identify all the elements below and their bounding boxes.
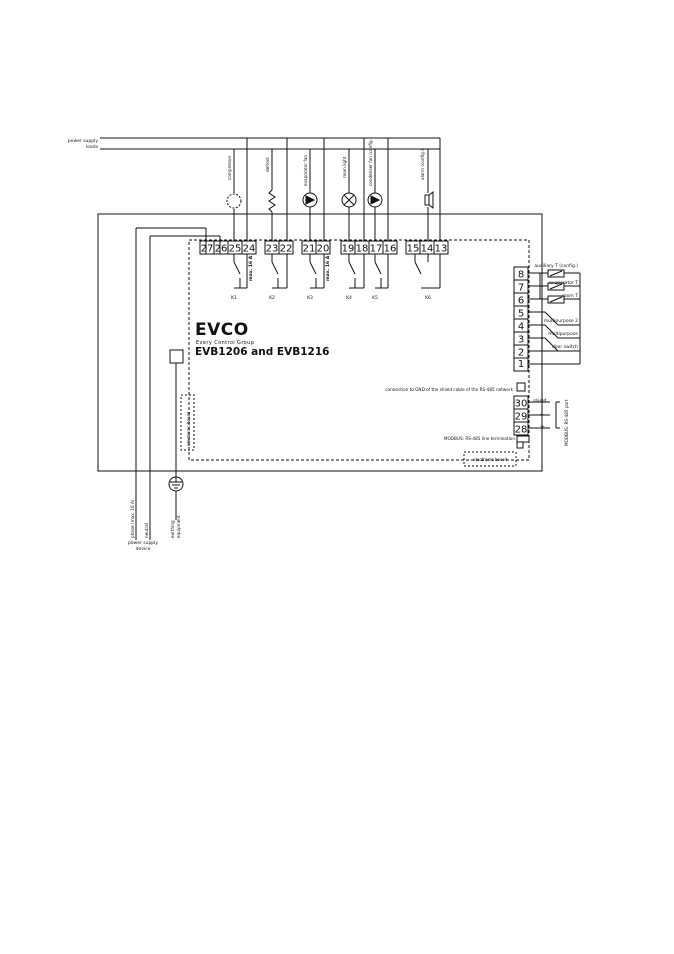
right-terminal-numbers: 8 7 6 5 4 3 2 1 30 29 28	[515, 270, 528, 436]
power-supply-device-label-1: power supply	[128, 540, 158, 546]
terminal-20: 20	[317, 244, 330, 255]
multipurpose-label: multipurpose	[548, 331, 578, 337]
terminal-30: 30	[515, 399, 528, 410]
relay-k1-label: K1	[231, 295, 237, 301]
compressor-symbol	[226, 193, 242, 209]
multipurpose-2-label: multipurpose 2	[544, 318, 578, 324]
relay-contacts	[233, 254, 441, 289]
power-supply-device-label-2: device	[136, 546, 151, 552]
auxiliary-probe-label: auxiliary T (config.)	[534, 263, 578, 269]
defrost-label: defrost	[265, 157, 270, 172]
earthing-label-2: equipment	[176, 515, 181, 538]
condenser-fan-symbol	[367, 192, 383, 208]
rs485-termination-note: MODBUS: RS-485 line termination	[444, 436, 515, 441]
compressor-label: compressor	[227, 155, 232, 180]
earthing-label-1: earthing	[170, 520, 175, 538]
room-light-symbol	[341, 192, 357, 208]
bottom-electronic-board	[463, 451, 517, 467]
terminal-21: 21	[303, 244, 316, 255]
alarm-buzzer-symbol	[424, 194, 430, 206]
terminal-2: 2	[518, 348, 524, 359]
terminal-18: 18	[356, 244, 369, 255]
evco-tagline: Every Control Group	[196, 340, 254, 346]
left-electronic-board	[180, 394, 195, 451]
k1-max-current-label: max. 16 A	[248, 255, 254, 281]
bottom-electronic-board-label: electronic board	[473, 457, 507, 462]
terminal-24: 24	[243, 244, 256, 255]
terminal-15: 15	[407, 244, 420, 255]
evaporator-fan-label: evaporator fan	[303, 155, 308, 186]
shield-label: shield	[533, 398, 546, 404]
terminal-17: 17	[370, 244, 383, 255]
plus-label: +	[540, 424, 545, 431]
k3-max-current-label: max. 16 A	[325, 255, 331, 281]
room-light-label: room light	[342, 156, 347, 178]
terminal-23: 23	[266, 244, 279, 255]
termination-jumper	[516, 435, 530, 443]
terminal-block-k6	[405, 240, 449, 255]
relay-k3-label: K3	[307, 295, 313, 301]
evaporator-probe-label: evaporator T	[549, 280, 578, 286]
terminal-22: 22	[280, 244, 293, 255]
relay-k2-label: K2	[269, 295, 275, 301]
neutral-label: neutral	[144, 523, 149, 538]
terminal-14: 14	[421, 244, 434, 255]
defrost-heater-symbol	[268, 189, 276, 213]
terminal-1: 1	[518, 359, 524, 370]
relay-k5-label: K5	[372, 295, 378, 301]
electronic-board-outline	[188, 239, 530, 461]
terminal-5: 5	[518, 309, 524, 320]
model-title: EVB1206 and EVB1216	[195, 346, 329, 358]
minus-label: –	[540, 411, 543, 418]
terminal-4: 4	[518, 322, 524, 333]
alarm-label: alarm (config.)	[420, 149, 425, 180]
terminal-8: 8	[518, 270, 524, 281]
top-terminal-numbers: 27 26 25 24 23 22 21 20 19 18 17 16 15 1…	[201, 244, 448, 255]
condenser-fan-label: condenser fan (config.)	[368, 137, 373, 186]
rs485-port-label: MODBUS: RS-485 port	[564, 399, 569, 446]
terminal-3: 3	[518, 335, 524, 346]
gnd-jumper	[516, 382, 526, 392]
phase-label: phase (max. 16 A)	[130, 499, 135, 538]
power-supply-loads-label-1: power supply	[68, 138, 98, 144]
terminal-25: 25	[229, 244, 242, 255]
left-electronic-board-label: electronic board	[186, 412, 191, 446]
terminal-16: 16	[384, 244, 397, 255]
terminal-29: 29	[515, 412, 528, 423]
terminal-28: 28	[515, 425, 528, 436]
terminal-7: 7	[518, 283, 524, 294]
evco-logo: EVCO	[195, 320, 249, 340]
power-supply-loads-label-2: loads	[86, 144, 99, 150]
terminal-26: 26	[215, 244, 228, 255]
evaporator-fan-arrow-icon	[305, 195, 316, 205]
room-probe-label: room T	[562, 293, 578, 299]
earthing-box	[169, 349, 184, 364]
relay-k6-label: K6	[425, 295, 431, 301]
terminal-13: 13	[435, 244, 448, 255]
relay-k4-label: K4	[346, 295, 352, 301]
terminal-6: 6	[518, 296, 524, 307]
door-switch-label: door switch	[552, 344, 578, 350]
controller-housing	[97, 213, 543, 472]
condenser-fan-arrow-icon	[370, 195, 381, 205]
terminal-27: 27	[201, 244, 214, 255]
terminal-19: 19	[342, 244, 355, 255]
gnd-shield-note: connection to GND of the shield cable of…	[385, 387, 513, 392]
evaporator-fan-symbol	[302, 192, 318, 208]
